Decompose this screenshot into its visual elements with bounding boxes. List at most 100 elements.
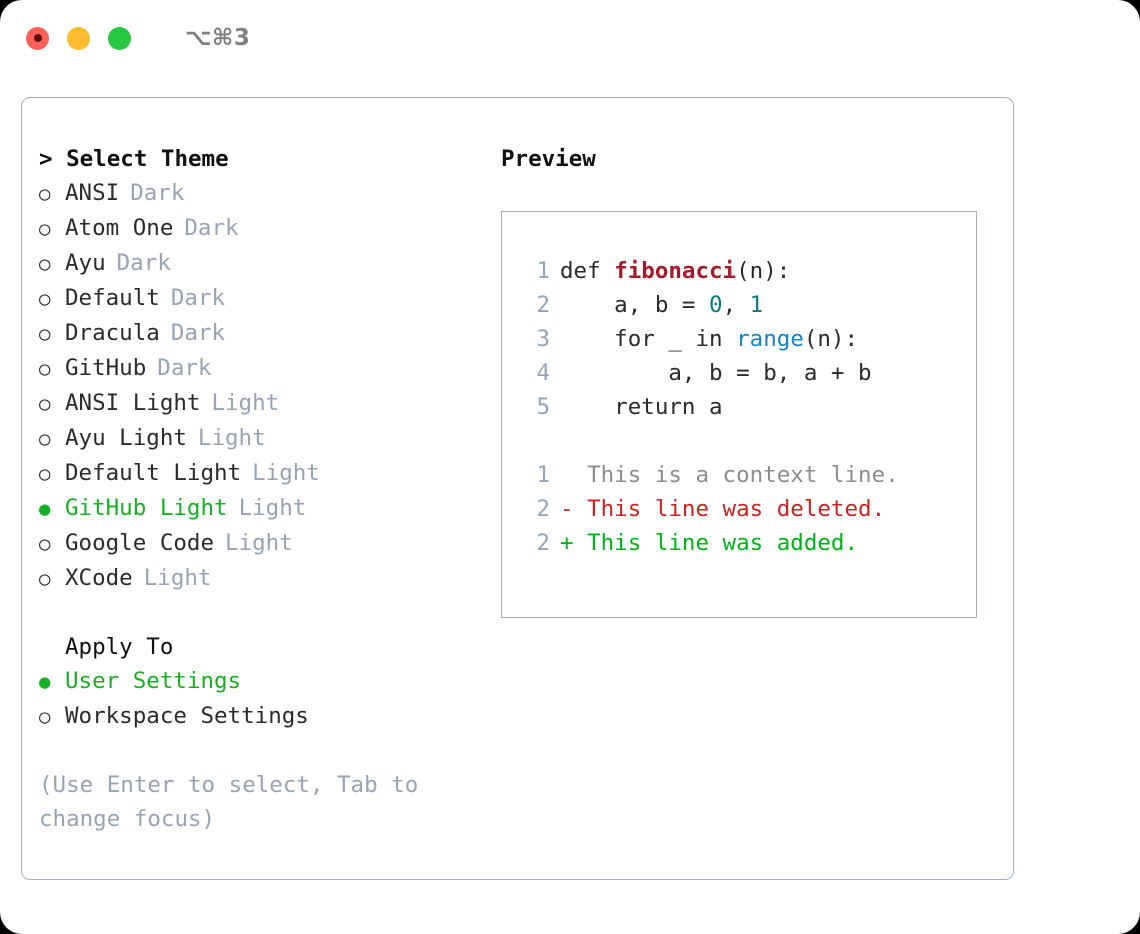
theme-option-label: Ayu	[65, 250, 106, 276]
apply-to-option-label: User Settings	[65, 668, 242, 694]
code-line-number: 1	[536, 258, 550, 284]
code-line-text: for _ in range(n):	[560, 322, 858, 356]
code-token: 1	[749, 292, 764, 318]
theme-variant-tag: Dark	[170, 285, 226, 311]
diff-line-number: 2	[536, 496, 550, 522]
radio-unselected-icon: ○	[39, 323, 51, 345]
keyboard-hint: (Use Enter to select, Tab to change focu…	[39, 772, 432, 832]
diff-line: 2- This line was deleted.	[524, 492, 976, 526]
theme-option-label: Atom One	[65, 215, 174, 241]
radio-unselected-icon: ○	[39, 393, 51, 415]
traffic-lights	[26, 26, 131, 50]
keyboard-shortcut-label: ⌥⌘3	[185, 25, 251, 51]
theme-variant-tag: Light	[211, 390, 280, 416]
code-line-text: return a	[560, 390, 723, 424]
theme-option[interactable]: ○ GitHub Dark	[39, 351, 489, 386]
theme-option-label: GitHub Light	[65, 495, 228, 521]
apply-to-option-label: Workspace Settings	[65, 703, 309, 729]
theme-option-label: ANSI Light	[65, 390, 201, 416]
theme-option[interactable]: ○ Ayu Dark	[39, 246, 489, 281]
theme-variant-tag: Light	[197, 425, 266, 451]
apply-to-list: ● User Settings ○ Workspace Settings	[39, 664, 489, 734]
zoom-button[interactable]	[108, 26, 131, 50]
diff-line-number: 1	[536, 462, 550, 488]
apply-to-option[interactable]: ○ Workspace Settings	[39, 699, 489, 734]
radio-unselected-icon: ○	[39, 428, 51, 450]
code-token: ,	[722, 292, 750, 318]
theme-variant-tag: Dark	[170, 320, 226, 346]
code-token: (n):	[803, 326, 859, 352]
theme-option-label: Default Light	[65, 460, 242, 486]
code-token: fibonacci	[614, 258, 737, 284]
theme-option[interactable]: ○ Dracula Dark	[39, 316, 489, 351]
code-token: a, b =	[560, 292, 710, 318]
theme-variant-tag: Light	[238, 495, 307, 521]
code-line-number: 3	[536, 326, 550, 352]
code-line: 2 a, b = 0, 1	[524, 288, 976, 322]
diff-line-text: This line was added.	[587, 530, 859, 556]
theme-option[interactable]: ○ XCode Light	[39, 561, 489, 596]
minimize-button[interactable]	[67, 26, 90, 50]
code-line-number: 4	[536, 360, 550, 386]
code-line-number: 5	[536, 394, 550, 420]
radio-unselected-icon: ○	[39, 358, 51, 380]
radio-selected-icon: ●	[39, 498, 51, 520]
code-line: 3 for _ in range(n):	[524, 322, 976, 356]
diff-line-text: This line was deleted.	[587, 496, 886, 522]
diff-line-number: 2	[536, 530, 550, 556]
diff-line: 1 This is a context line.	[524, 458, 976, 492]
diff-line: 2+ This line was added.	[524, 526, 976, 560]
diff-marker: -	[560, 496, 588, 522]
radio-unselected-icon: ○	[39, 253, 51, 275]
select-theme-heading: > Select Theme	[39, 146, 229, 172]
code-line: 5 return a	[524, 390, 976, 424]
radio-selected-icon: ●	[39, 671, 51, 693]
diff-marker	[560, 458, 587, 492]
theme-option[interactable]: ○ ANSI Light Light	[39, 386, 489, 421]
theme-option[interactable]: ● GitHub Light Light	[39, 491, 489, 526]
code-line-text: def fibonacci(n):	[560, 254, 790, 288]
radio-unselected-icon: ○	[39, 288, 51, 310]
close-button[interactable]	[26, 26, 49, 50]
radio-unselected-icon: ○	[39, 706, 51, 728]
preview-heading: Preview	[501, 146, 596, 172]
theme-option-label: Ayu Light	[65, 425, 187, 451]
apply-to-option[interactable]: ● User Settings	[39, 664, 489, 699]
theme-variant-tag: Light	[143, 565, 212, 591]
theme-variant-tag: Dark	[130, 180, 185, 206]
code-line-text: a, b = 0, 1	[560, 288, 763, 322]
theme-option[interactable]: ○ Ayu Light Light	[39, 421, 489, 456]
diff-sample: 1 This is a context line.2- This line wa…	[524, 458, 976, 560]
theme-option-label: Dracula	[65, 320, 160, 346]
theme-variant-tag: Dark	[116, 250, 171, 276]
radio-unselected-icon: ○	[39, 218, 51, 240]
code-token: def	[560, 258, 615, 284]
code-line: 1 def fibonacci(n):	[524, 254, 976, 288]
code-line-text: a, b = b, a + b	[560, 356, 871, 390]
code-token: return a	[560, 394, 723, 420]
code-line-number: 2	[536, 292, 550, 318]
theme-option-label: Default	[65, 285, 160, 311]
theme-variant-tag: Dark	[157, 355, 212, 381]
section-spacer	[39, 596, 489, 630]
code-token: range	[736, 326, 804, 352]
code-token: for _ in	[560, 326, 737, 352]
radio-unselected-icon: ○	[39, 568, 51, 590]
theme-option[interactable]: ○ Default Dark	[39, 281, 489, 316]
title-bar: ⌥⌘3	[0, 0, 1140, 76]
theme-option-label: XCode	[65, 565, 133, 591]
theme-option-label: GitHub	[65, 355, 147, 381]
theme-option-label: ANSI	[65, 180, 120, 206]
code-line: 4 a, b = b, a + b	[524, 356, 976, 390]
radio-unselected-icon: ○	[39, 533, 51, 555]
